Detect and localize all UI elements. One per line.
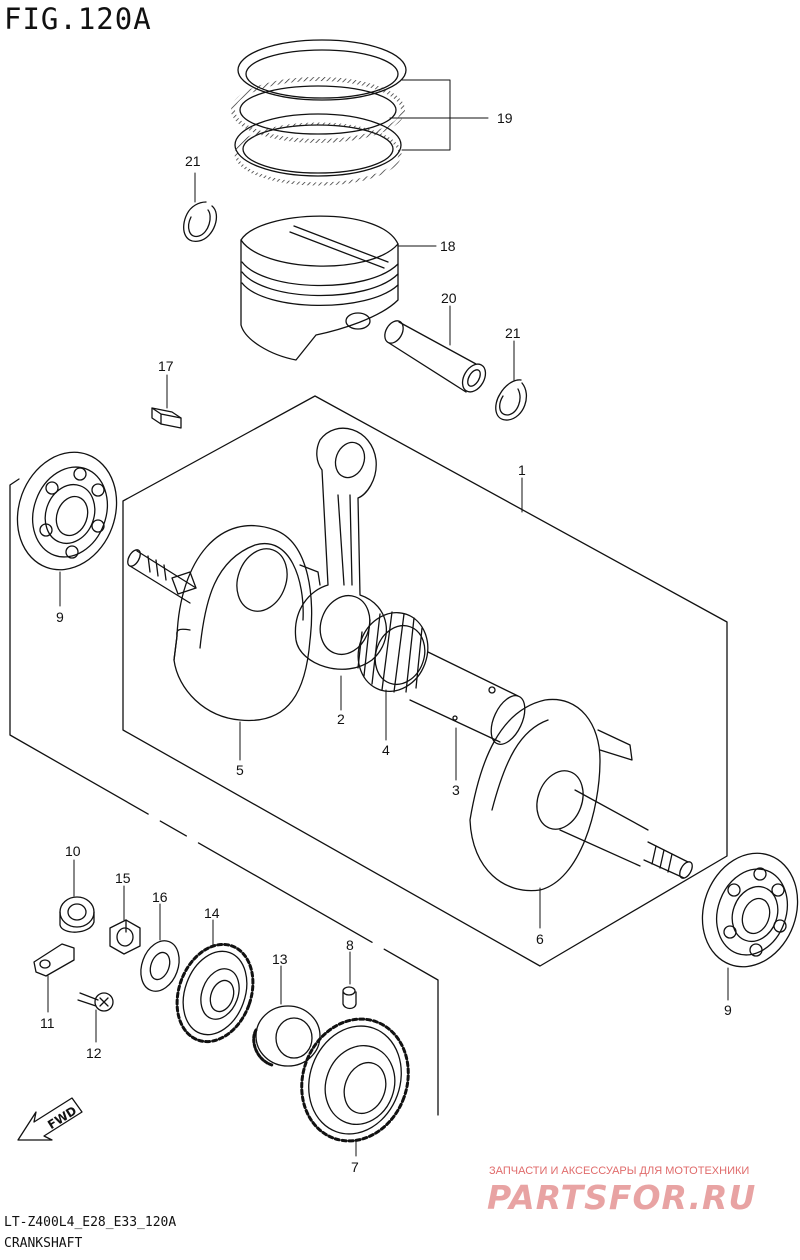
crank-web-icon[interactable]	[470, 699, 695, 890]
leader-lines	[48, 80, 728, 1156]
fwd-label: FWD	[45, 1103, 79, 1132]
watermark-tagline: ЗАПЧАСТИ И АКСЕССУАРЫ ДЛЯ МОТОТЕХНИКИ	[489, 1165, 750, 1177]
bearing-icon[interactable]	[1, 438, 132, 584]
callout-17[interactable]: 17	[158, 358, 174, 374]
callout-5[interactable]: 5	[236, 762, 244, 778]
watermark-logo: PARTSFOR.RU	[487, 1178, 757, 1217]
callout-21-right[interactable]: 21	[505, 325, 521, 341]
crankshaft-assembly-outline	[123, 396, 727, 966]
needle-bearing-icon[interactable]	[347, 603, 438, 701]
callout-19[interactable]: 19	[497, 110, 513, 126]
callout-12[interactable]: 12	[86, 1045, 102, 1061]
callout-3[interactable]: 3	[452, 782, 460, 798]
screw-icon[interactable]	[78, 993, 113, 1011]
outer-group-bracket	[10, 479, 438, 1115]
callout-4[interactable]: 4	[382, 742, 390, 758]
key-icon[interactable]	[152, 408, 181, 428]
callout-8[interactable]: 8	[346, 937, 354, 953]
piston-pin-icon[interactable]	[381, 318, 490, 396]
callout-18[interactable]: 18	[440, 238, 456, 254]
figure-code: LT-Z400L4_E28_E33_120A	[4, 1215, 177, 1230]
callout-20[interactable]: 20	[441, 290, 457, 306]
figure-name: CRANKSHAFT	[4, 1236, 83, 1251]
figure-title: FIG.120A	[4, 2, 152, 36]
callout-1[interactable]: 1	[518, 462, 526, 478]
callout-10[interactable]: 10	[65, 843, 81, 859]
callout-9-left[interactable]: 9	[56, 609, 64, 625]
connecting-rod-icon[interactable]	[295, 428, 386, 669]
pin-icon[interactable]	[343, 987, 356, 1009]
callout-15[interactable]: 15	[115, 870, 131, 886]
callout-16[interactable]: 16	[152, 889, 168, 905]
crank-pin-icon[interactable]	[410, 652, 532, 749]
gear-icon[interactable]	[164, 934, 266, 1053]
callout-11[interactable]: 11	[40, 1015, 55, 1031]
callout-9-right[interactable]: 9	[724, 1002, 732, 1018]
callout-labels: 19 21 18 20 21 17 1 9 2 4 5 3 6 9 10 15 …	[40, 110, 732, 1175]
crank-web-icon[interactable]	[125, 526, 320, 721]
washer-icon[interactable]	[134, 935, 186, 996]
gear-icon[interactable]	[285, 1004, 425, 1156]
circlip-icon[interactable]	[496, 380, 527, 420]
nut-icon[interactable]	[110, 920, 140, 954]
bushing-icon[interactable]	[60, 897, 94, 932]
callout-2[interactable]: 2	[337, 711, 345, 727]
bearing-icon[interactable]	[687, 840, 800, 980]
piston-rings-icon[interactable]	[233, 40, 406, 184]
callout-14[interactable]: 14	[204, 905, 220, 921]
piston-icon[interactable]	[241, 216, 398, 360]
plate-icon[interactable]	[34, 944, 74, 976]
callout-7[interactable]: 7	[351, 1159, 359, 1175]
callout-6[interactable]: 6	[536, 931, 544, 947]
callout-13[interactable]: 13	[272, 951, 288, 967]
circlip-icon[interactable]	[184, 202, 217, 241]
one-way-clutch-icon[interactable]	[254, 1006, 320, 1066]
callout-21-top[interactable]: 21	[185, 153, 201, 169]
fwd-arrow-icon	[18, 1098, 82, 1140]
